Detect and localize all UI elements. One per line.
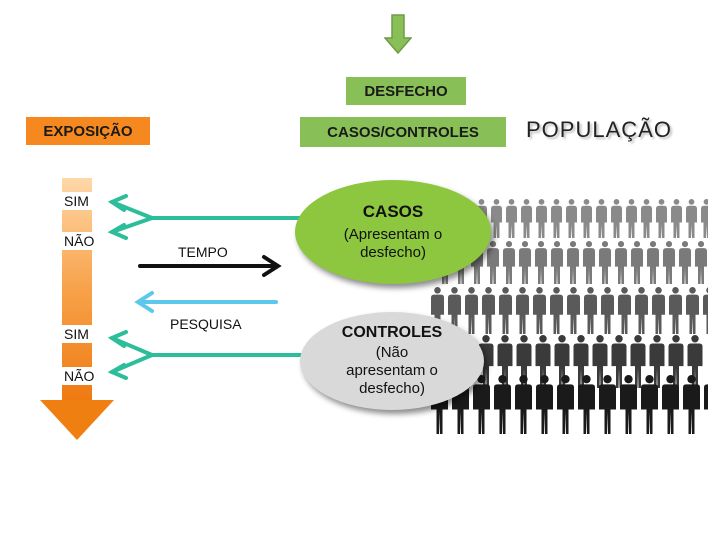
person-silhouette-icon <box>535 335 551 388</box>
casos-line1: (Apresentam o <box>343 226 443 243</box>
person-silhouette-icon <box>516 287 529 334</box>
person-silhouette-icon <box>519 241 531 284</box>
person-silhouette-icon <box>652 287 665 334</box>
person-silhouette-icon <box>663 241 675 284</box>
teal-bracket-top-icon <box>107 194 302 240</box>
person-silhouette-icon <box>679 241 691 284</box>
casos-line2: desfecho) <box>360 244 426 261</box>
person-silhouette-icon <box>668 335 684 388</box>
person-silhouette-icon <box>630 335 646 388</box>
person-silhouette-icon <box>581 199 592 238</box>
person-silhouette-icon <box>686 287 699 334</box>
sim-label-bottom: SIM <box>58 325 97 343</box>
person-silhouette-icon <box>578 375 595 434</box>
person-silhouette-icon <box>521 199 532 238</box>
person-silhouette-icon <box>618 287 631 334</box>
person-silhouette-icon <box>554 335 570 388</box>
person-silhouette-icon <box>465 287 478 334</box>
exposure-down-arrow-icon <box>40 178 114 440</box>
person-silhouette-icon <box>584 287 597 334</box>
person-silhouette-icon <box>601 287 614 334</box>
person-silhouette-icon <box>566 199 577 238</box>
person-silhouette-icon <box>641 199 652 238</box>
person-silhouette-icon <box>592 335 608 388</box>
person-silhouette-icon <box>557 375 574 434</box>
person-silhouette-icon <box>491 199 502 238</box>
nao-label-top: NÃO <box>58 232 103 250</box>
person-silhouette-icon <box>515 375 532 434</box>
person-silhouette-icon <box>551 199 562 238</box>
sim-label-top: SIM <box>58 192 97 210</box>
person-silhouette-icon <box>431 287 444 334</box>
person-silhouette-icon <box>686 199 697 238</box>
populacao-label: POPULAÇÃO <box>526 117 672 142</box>
person-silhouette-icon <box>631 241 643 284</box>
controles-line2: apresentam o <box>346 362 438 379</box>
person-silhouette-icon <box>641 375 658 434</box>
person-silhouette-icon <box>662 375 679 434</box>
person-silhouette-icon <box>567 241 579 284</box>
person-silhouette-icon <box>669 287 682 334</box>
person-silhouette-icon <box>533 287 546 334</box>
person-silhouette-icon <box>506 199 517 238</box>
person-silhouette-icon <box>599 375 616 434</box>
controles-title: CONTROLES <box>341 324 443 341</box>
person-silhouette-icon <box>671 199 682 238</box>
person-silhouette-icon <box>536 199 547 238</box>
tempo-arrow-icon <box>138 255 282 277</box>
person-silhouette-icon <box>626 199 637 238</box>
down-arrow-icon <box>384 14 412 54</box>
person-silhouette-icon <box>611 335 627 388</box>
person-silhouette-icon <box>497 335 513 388</box>
exposicao-label: EXPOSIÇÃO <box>26 117 150 145</box>
person-silhouette-icon <box>550 287 563 334</box>
person-silhouette-icon <box>703 287 708 334</box>
person-silhouette-icon <box>536 375 553 434</box>
person-silhouette-icon <box>615 241 627 284</box>
person-silhouette-icon <box>583 241 595 284</box>
person-silhouette-icon <box>494 375 511 434</box>
person-silhouette-icon <box>499 287 512 334</box>
pesquisa-label: PESQUISA <box>170 316 242 332</box>
person-silhouette-icon <box>503 241 515 284</box>
person-silhouette-icon <box>573 335 589 388</box>
person-silhouette-icon <box>695 241 707 284</box>
person-silhouette-icon <box>656 199 667 238</box>
person-silhouette-icon <box>535 241 547 284</box>
casos-controles-label: CASOS/CONTROLES <box>300 117 506 147</box>
casos-title: CASOS <box>362 202 424 221</box>
person-silhouette-icon <box>647 241 659 284</box>
person-silhouette-icon <box>611 199 622 238</box>
person-silhouette-icon <box>551 241 563 284</box>
desfecho-label: DESFECHO <box>346 77 466 105</box>
person-silhouette-icon <box>487 241 499 284</box>
person-silhouette-icon <box>596 199 607 238</box>
person-silhouette-icon <box>635 287 648 334</box>
person-silhouette-icon <box>704 384 708 410</box>
controles-line3: desfecho) <box>359 380 425 397</box>
person-silhouette-icon <box>701 199 708 238</box>
person-silhouette-icon <box>567 287 580 334</box>
nao-label-bottom: NÃO <box>58 367 103 385</box>
person-silhouette-icon <box>649 335 665 388</box>
person-silhouette-icon <box>599 241 611 284</box>
teal-bracket-bottom-icon <box>107 330 308 380</box>
pesquisa-arrow-icon <box>134 291 278 313</box>
person-silhouette-icon <box>516 335 532 388</box>
person-silhouette-icon <box>687 335 703 388</box>
person-silhouette-icon <box>683 375 700 434</box>
person-silhouette-icon <box>482 287 495 334</box>
casos-ellipse: CASOS (Apresentam o desfecho) <box>295 180 491 284</box>
controles-ellipse: CONTROLES (Não apresentam o desfecho) <box>300 312 484 410</box>
person-silhouette-icon <box>620 375 637 434</box>
tempo-label: TEMPO <box>178 244 228 260</box>
controles-line1: (Não <box>375 344 409 361</box>
person-silhouette-icon <box>473 375 490 434</box>
person-silhouette-icon <box>448 287 461 334</box>
